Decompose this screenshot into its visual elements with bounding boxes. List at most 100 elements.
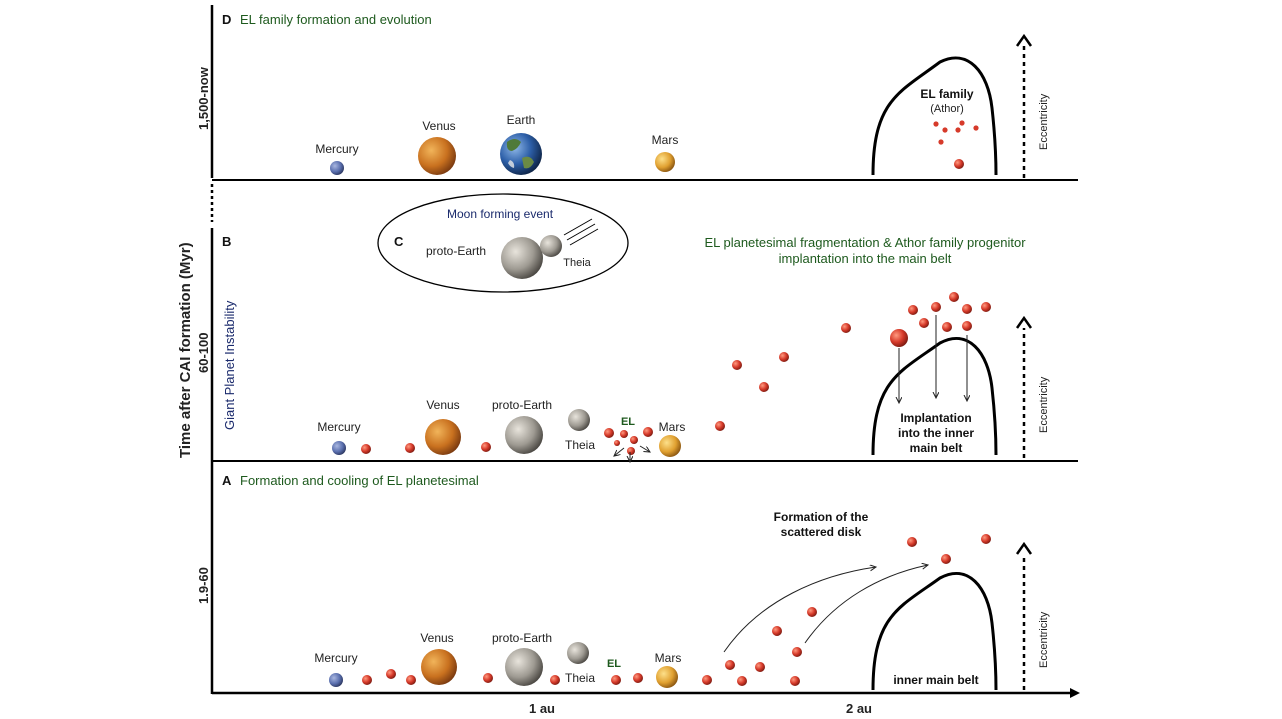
implantation-line2: into the inner [898, 426, 974, 440]
el-planetesimal-icon [611, 675, 621, 685]
x-tick-1au: 1 au [529, 701, 555, 716]
proto-earth-icon [501, 237, 543, 279]
proto-earth-label-a: proto-Earth [492, 631, 552, 645]
el-planetesimal-icon [919, 318, 929, 328]
mars-label-b: Mars [659, 420, 686, 434]
el-fragmentation [604, 427, 653, 462]
el-planetesimal-icon [643, 427, 653, 437]
el-planetesimal-icon [386, 669, 396, 679]
theia-icon [567, 642, 589, 664]
el-planetesimal-icon [931, 302, 941, 312]
el-planetesimal-icon [955, 127, 961, 133]
eccentricity-label-a: Eccentricity [1038, 611, 1050, 668]
el-family-subtitle: (Athor) [930, 103, 964, 115]
scattering-arrows [723, 565, 928, 653]
el-planetesimal-icon [790, 676, 800, 686]
panel-d-title: EL family formation and evolution [240, 12, 432, 27]
el-planetesimal-icon [481, 442, 491, 452]
venus-label-b: Venus [426, 398, 459, 412]
el-planetesimal-icon [759, 382, 769, 392]
venus-label: Venus [422, 119, 455, 133]
belt-boundary-d [871, 56, 998, 176]
belt-boundary-a [871, 571, 998, 691]
panel-b: B EL planetesimal fragmentation & Athor … [222, 234, 1050, 462]
el-planetesimals-a [362, 534, 991, 686]
eccentricity-arrowhead-a [1015, 541, 1033, 555]
x-axis-arrowhead [1070, 688, 1080, 698]
earth-label: Earth [507, 113, 536, 127]
theia-label-b: Theia [565, 438, 595, 452]
el-planetesimal-icon [973, 125, 979, 131]
theia-label-a: Theia [565, 671, 595, 685]
eccentricity-label-d: Eccentricity [1038, 93, 1050, 150]
panel-d: D EL family formation and evolution Merc… [222, 12, 1050, 178]
scattered-disk-line1: Formation of the [774, 510, 869, 524]
el-planetesimal-icon [737, 676, 747, 686]
el-planetesimal-icon [362, 675, 372, 685]
el-planetesimal-icon [933, 121, 939, 127]
el-family-fragments [933, 120, 979, 169]
el-planetesimal-icon [942, 127, 948, 133]
el-planetesimal-icon [779, 352, 789, 362]
belt-boundary-b [871, 336, 998, 456]
el-planetesimal-icon [483, 673, 493, 683]
axes [210, 5, 1080, 698]
el-planetesimal-icon [954, 159, 964, 169]
el-planetesimal-icon [725, 660, 735, 670]
el-planetesimals-b [361, 292, 991, 454]
panel-b-title-line2: implantation into the main belt [779, 251, 952, 266]
el-planetesimal-icon [981, 534, 991, 544]
panel-b-title-line1: EL planetesimal fragmentation & Athor fa… [704, 235, 1026, 250]
x-tick-2au: 2 au [846, 701, 872, 716]
y-tick-a: 1.9-60 [196, 567, 211, 604]
venus-label-a: Venus [420, 631, 453, 645]
venus-icon [421, 649, 457, 685]
mercury-icon [330, 161, 344, 175]
el-planetesimal-icon [715, 421, 725, 431]
el-planetesimal-icon [890, 329, 908, 347]
proto-earth-label-b: proto-Earth [492, 398, 552, 412]
y-tick-b: 60-100 [196, 333, 211, 373]
venus-icon [418, 137, 456, 175]
el-planetesimal-icon [959, 120, 965, 126]
panel-c-letter: C [394, 234, 404, 249]
moon-forming-ellipse [377, 193, 629, 293]
implantation-line3: main belt [910, 441, 963, 455]
mercury-label-a: Mercury [314, 651, 357, 665]
el-planetesimal-icon [962, 321, 972, 331]
mars-label: Mars [652, 133, 679, 147]
panel-c: Moon forming event C proto-Earth Theia [377, 193, 629, 293]
el-planetesimal-icon [702, 675, 712, 685]
el-planetesimal-icon [938, 139, 944, 145]
el-family-title: EL family [920, 87, 973, 101]
earth-icon [500, 133, 542, 175]
scattered-disk-line2: scattered disk [781, 525, 862, 539]
el-planetesimal-icon [405, 443, 415, 453]
mars-icon [655, 152, 675, 172]
y-axis-title: Time after CAI formation (Myr) [177, 242, 194, 458]
panel-b-letter: B [222, 234, 231, 249]
impact-motion-lines [563, 218, 599, 246]
panel-d-letter: D [222, 12, 231, 27]
el-planetesimal-icon [614, 440, 620, 446]
el-planetesimal-icon [732, 360, 742, 370]
mercury-icon [332, 441, 346, 455]
el-planetesimal-icon [942, 322, 952, 332]
el-planetesimal-icon [962, 304, 972, 314]
el-planetesimal-icon [792, 647, 802, 657]
el-planetesimal-icon [841, 323, 851, 333]
el-planetesimal-icon [604, 428, 614, 438]
proto-earth-icon [505, 416, 543, 454]
el-planetesimal-icon [772, 626, 782, 636]
theia-icon [540, 235, 562, 257]
el-planetesimal-icon [941, 554, 951, 564]
mercury-label: Mercury [315, 142, 358, 156]
el-planetesimal-icon [361, 444, 371, 454]
giant-planet-instability-label: Giant Planet Instability [222, 300, 237, 430]
theia-icon [568, 409, 590, 431]
el-planetesimal-icon [627, 447, 635, 455]
eccentricity-arrowhead-b [1015, 315, 1033, 329]
el-planetesimal-icon [406, 675, 416, 685]
el-label-a: EL [607, 658, 621, 670]
